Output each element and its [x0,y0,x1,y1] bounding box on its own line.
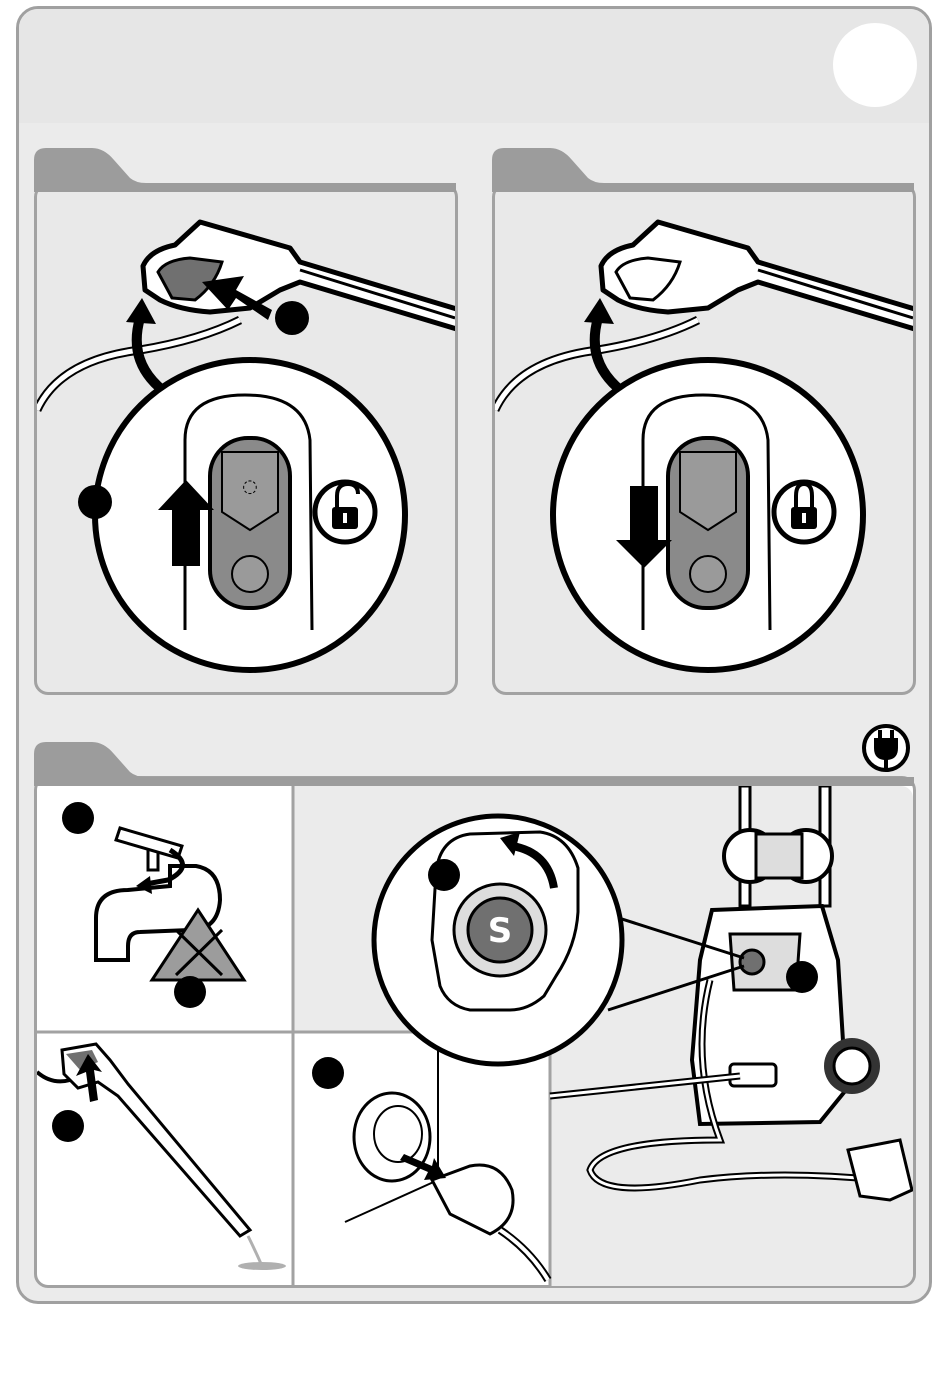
spray-gun-icon [37,1044,286,1270]
svg-text:S: S [488,911,513,951]
lock-icon [774,482,834,542]
unlock-icon [315,482,375,542]
trigger-lock-closeup: ◌ [185,395,312,630]
mains-plug-icon [345,1032,548,1280]
lock-illustration [495,222,918,670]
trigger-lock-closeup [643,395,770,630]
shutdown-illustration: S [37,786,913,1286]
spray-gun-icon [601,222,918,330]
power-plug-icon [864,726,908,770]
unlock-illustration: ◌ [37,222,460,670]
svg-text:◌: ◌ [242,476,258,497]
